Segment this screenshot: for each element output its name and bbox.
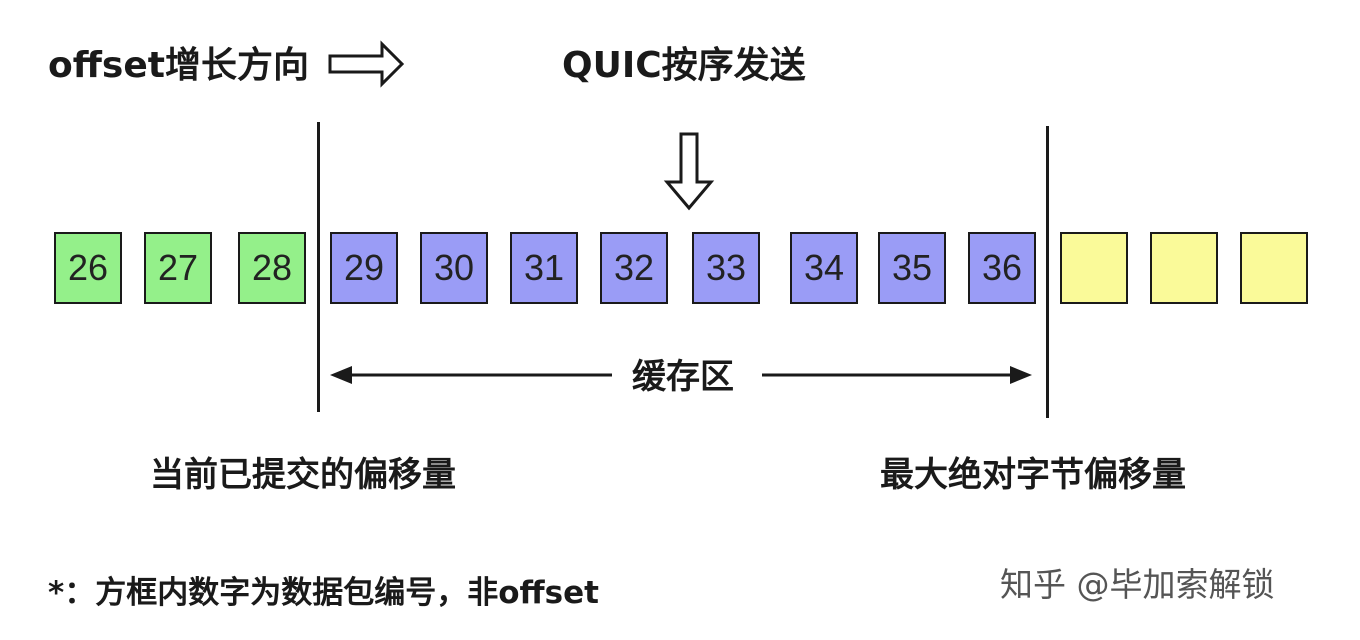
buffered-packet-box: 31 — [510, 232, 578, 304]
buffered-packet-box: 34 — [790, 232, 858, 304]
buffer-label: 缓存区 — [632, 357, 734, 397]
pending-packet-box — [1240, 232, 1308, 304]
max-offset-boundary-line — [1046, 126, 1049, 418]
buffered-packet-box: 36 — [968, 232, 1036, 304]
committed-boundary-line — [317, 122, 320, 412]
buffered-packet-box: 35 — [878, 232, 946, 304]
buffer-range-arrow-icon — [330, 366, 1032, 384]
hollow-down-arrow-icon — [663, 132, 715, 211]
offset-direction-label: offset增长方向 — [48, 45, 309, 86]
footnote: *：方框内数字为数据包编号，非offset — [48, 575, 599, 611]
committed-packet-box: 27 — [144, 232, 212, 304]
buffered-packet-box: 32 — [600, 232, 668, 304]
committed-offset-label: 当前已提交的偏移量 — [150, 455, 456, 495]
quic-send-label: QUIC按序发送 — [562, 45, 806, 86]
hollow-right-arrow-icon — [328, 40, 405, 88]
committed-packet-box: 28 — [238, 232, 306, 304]
buffered-packet-box: 30 — [420, 232, 488, 304]
watermark: 知乎 @毕加索解锁 — [1000, 565, 1275, 604]
pending-packet-box — [1150, 232, 1218, 304]
max-offset-label: 最大绝对字节偏移量 — [880, 455, 1186, 495]
committed-packet-box: 26 — [54, 232, 122, 304]
buffered-packet-box: 33 — [692, 232, 760, 304]
pending-packet-box — [1060, 232, 1128, 304]
buffered-packet-box: 29 — [330, 232, 398, 304]
